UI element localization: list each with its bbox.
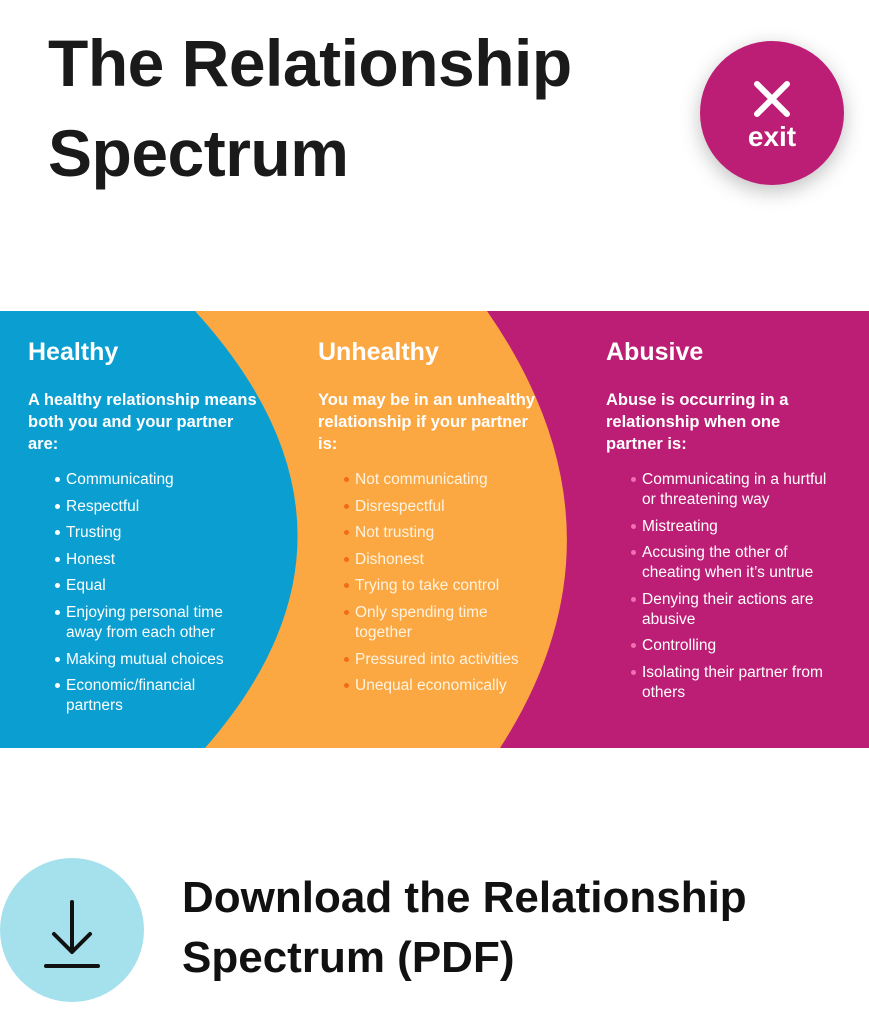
relationship-spectrum-infographic: Healthy A healthy relationship means bot… bbox=[0, 311, 869, 748]
spectrum-background bbox=[0, 311, 869, 748]
list-item: Accusing the other of cheating when it’s… bbox=[631, 543, 847, 583]
unhealthy-heading: Unhealthy bbox=[318, 338, 439, 366]
list-item: Economic/financial partners bbox=[55, 676, 236, 716]
download-link[interactable]: Download the Relationship Spectrum (PDF) bbox=[182, 873, 747, 982]
list-item: Trusting bbox=[55, 523, 275, 543]
list-item: Enjoying personal time away from each ot… bbox=[55, 603, 251, 643]
page-title: The Relationship Spectrum bbox=[48, 26, 572, 190]
list-item: Not communicating bbox=[344, 470, 564, 490]
list-item: Making mutual choices bbox=[55, 650, 275, 670]
list-item: Controlling bbox=[631, 636, 861, 656]
list-item: Disrespectful bbox=[344, 497, 564, 517]
list-item: Pressured into activities bbox=[344, 650, 564, 670]
healthy-intro: A healthy relationship means both you an… bbox=[28, 391, 257, 453]
list-item: Equal bbox=[55, 576, 275, 596]
healthy-list: Communicating Respectful Trusting Honest… bbox=[55, 470, 275, 723]
healthy-heading: Healthy bbox=[28, 338, 119, 366]
list-item: Unequal economically bbox=[344, 676, 564, 696]
healthy-zone bbox=[0, 311, 298, 748]
close-icon bbox=[754, 81, 790, 117]
abusive-list: Communicating in a hurtful or threatenin… bbox=[631, 470, 861, 710]
exit-button[interactable]: exit bbox=[700, 41, 844, 185]
abusive-intro: Abuse is occurring in a relationship whe… bbox=[606, 391, 789, 453]
abusive-heading: Abusive bbox=[606, 338, 704, 366]
list-item: Not trusting bbox=[344, 523, 564, 543]
list-item: Trying to take control bbox=[344, 576, 564, 596]
unhealthy-intro: You may be in an unhealthy relationship … bbox=[318, 391, 535, 453]
list-item: Mistreating bbox=[631, 517, 861, 537]
download-button[interactable] bbox=[0, 858, 144, 1002]
unhealthy-list: Not communicating Disrespectful Not trus… bbox=[344, 470, 564, 703]
list-item: Dishonest bbox=[344, 550, 564, 570]
list-item: Only spending time together bbox=[344, 603, 520, 643]
download-icon bbox=[44, 900, 100, 968]
list-item: Denying their actions are abusive bbox=[631, 590, 822, 630]
list-item: Respectful bbox=[55, 497, 275, 517]
list-item: Isolating their partner from others bbox=[631, 663, 827, 703]
list-item: Communicating bbox=[55, 470, 275, 490]
list-item: Communicating in a hurtful or threatenin… bbox=[631, 470, 842, 510]
exit-label: exit bbox=[747, 121, 797, 152]
list-item: Honest bbox=[55, 550, 275, 570]
